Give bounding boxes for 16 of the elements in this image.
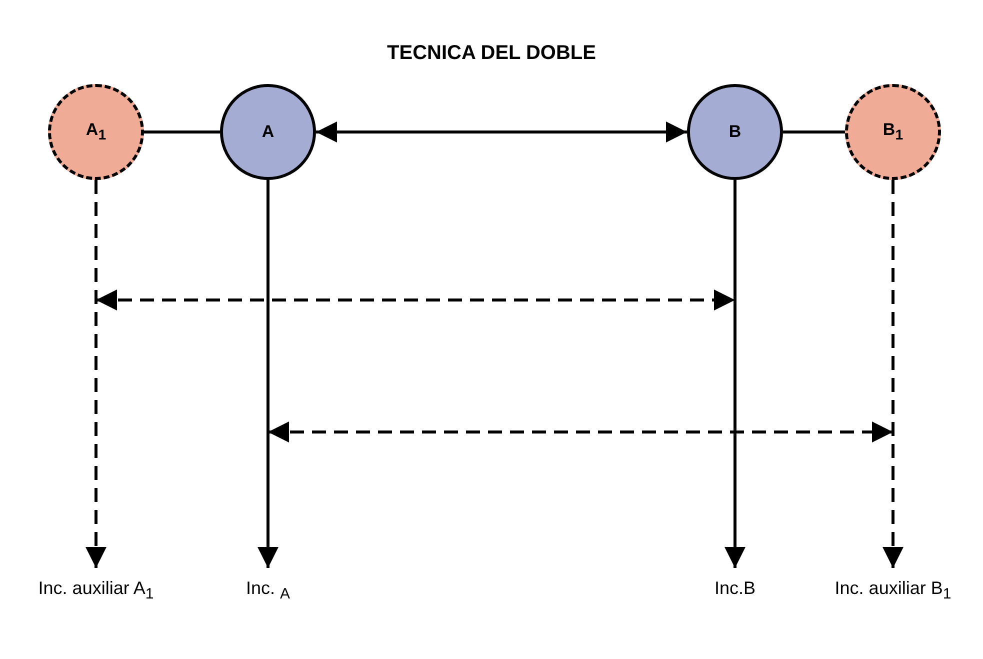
output-label: Inc. auxiliar B$_{1}$ <box>818 572 968 611</box>
node-label: B$_{1}$ <box>882 120 904 144</box>
connector-line <box>783 130 845 134</box>
diagram-title: TECNICA DEL DOBLE <box>386 42 597 65</box>
output-label: Inc. auxiliar A$_{1}$ <box>21 572 171 611</box>
connector-line <box>144 130 220 134</box>
arrow <box>724 180 746 568</box>
arrow <box>316 122 687 142</box>
arrow <box>258 180 278 568</box>
node-label: B <box>728 122 742 142</box>
node-label: A <box>262 122 274 142</box>
output-label: Inc. $_{A}$ <box>223 572 313 611</box>
output-label: Inc.B <box>695 572 775 604</box>
node-label: A$_{1}$ <box>86 120 106 144</box>
arrow <box>86 180 106 568</box>
arrow <box>882 180 904 568</box>
